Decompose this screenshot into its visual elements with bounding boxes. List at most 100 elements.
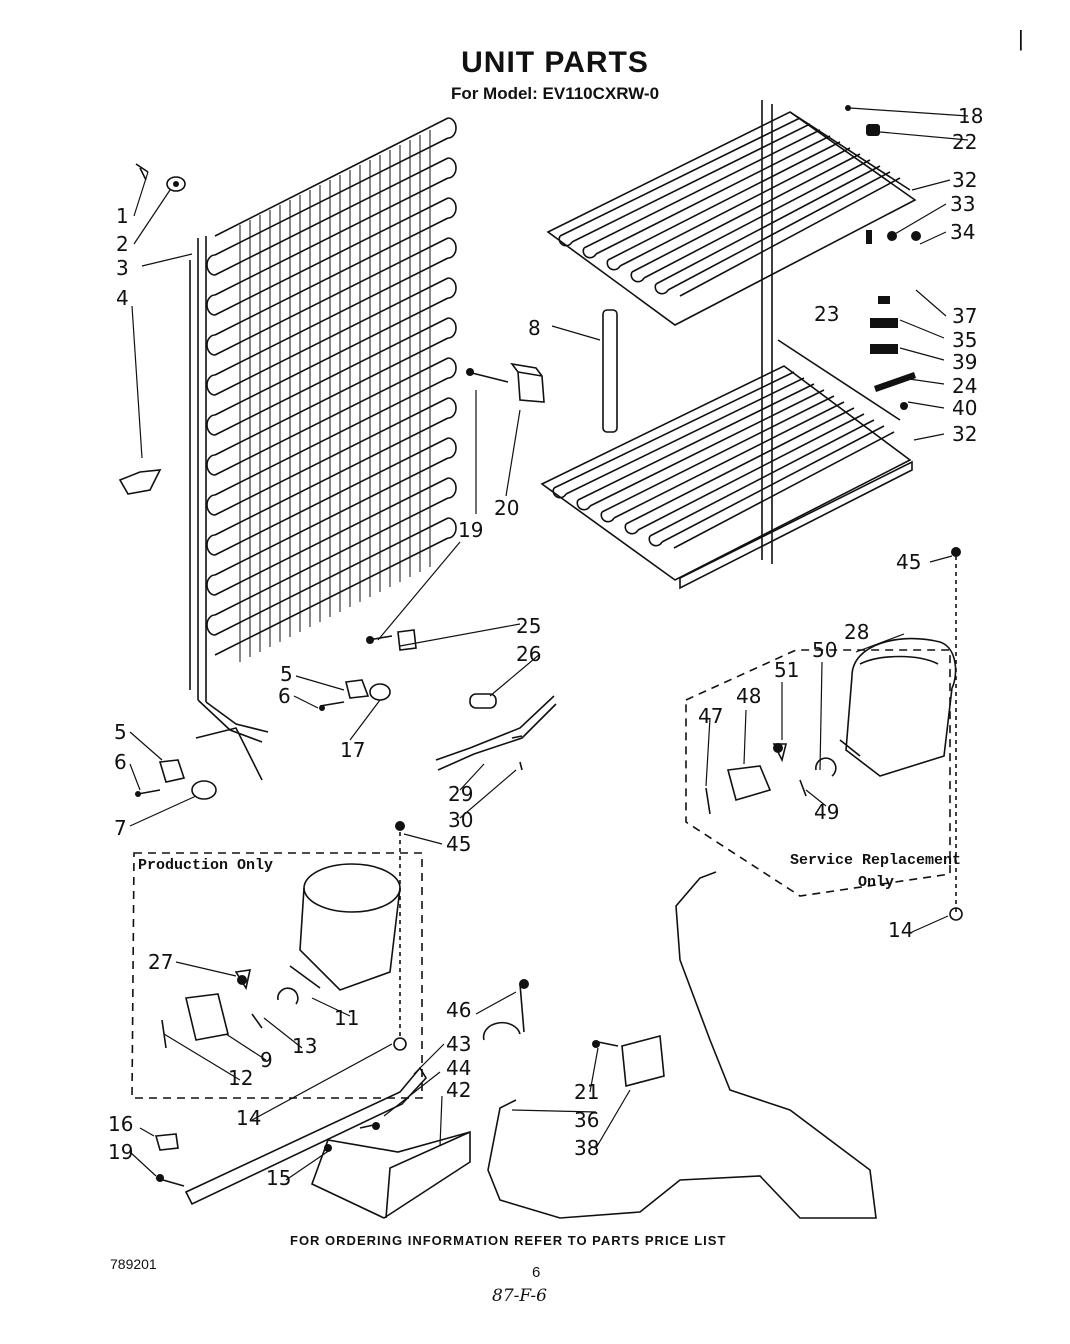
callout-12: 12 bbox=[228, 1066, 254, 1090]
callout-5-middle: 5 bbox=[280, 662, 293, 686]
callout-29: 29 bbox=[448, 782, 474, 806]
callout-4: 4 bbox=[116, 286, 129, 310]
screw-46 bbox=[519, 979, 529, 989]
bolt-33 bbox=[866, 230, 872, 244]
callout-2: 2 bbox=[116, 232, 129, 256]
bracket-38 bbox=[597, 1034, 665, 1088]
bracket-20 bbox=[467, 362, 545, 403]
callout-32-upper: 32 bbox=[952, 168, 978, 192]
screw-18 bbox=[845, 105, 851, 111]
pad-39 bbox=[870, 344, 898, 354]
callout-19-middle: 19 bbox=[458, 518, 484, 542]
callout-43: 43 bbox=[446, 1032, 472, 1056]
wire-46 bbox=[482, 983, 525, 1041]
callout-32-lower: 32 bbox=[952, 422, 978, 446]
ordering-note: FOR ORDERING INFORMATION REFER TO PARTS … bbox=[290, 1233, 727, 1248]
clamp-4 bbox=[118, 469, 162, 495]
corner-mark: | bbox=[1018, 26, 1024, 51]
callout-44: 44 bbox=[446, 1056, 472, 1080]
clip-23 bbox=[878, 296, 890, 304]
evaporator-coil bbox=[540, 100, 917, 590]
bolt-45-production bbox=[395, 821, 405, 831]
callout-24: 24 bbox=[952, 374, 978, 398]
callout-35: 35 bbox=[952, 328, 978, 352]
callout-38: 38 bbox=[574, 1136, 600, 1160]
callout-20: 20 bbox=[494, 496, 520, 520]
cap-27 bbox=[237, 975, 247, 985]
grommet-14-service bbox=[949, 907, 963, 921]
callout-9: 9 bbox=[260, 1048, 273, 1072]
clamp-5-6-17-mid bbox=[319, 679, 391, 707]
screw-19-lower bbox=[156, 1174, 164, 1182]
callout-45-service: 45 bbox=[896, 550, 922, 574]
grommet-1-2 bbox=[135, 163, 186, 192]
callout-14-production: 14 bbox=[236, 1106, 262, 1130]
callout-7: 7 bbox=[114, 816, 127, 840]
callout-6-middle: 6 bbox=[278, 684, 291, 708]
screw-19-upper bbox=[466, 368, 474, 376]
bolt-34 bbox=[887, 231, 897, 241]
callout-50: 50 bbox=[812, 638, 838, 662]
condenser-coil bbox=[189, 117, 457, 781]
callout-15: 15 bbox=[266, 1166, 292, 1190]
callout-37: 37 bbox=[952, 304, 978, 328]
callout-18: 18 bbox=[958, 104, 984, 128]
screw-6-lower bbox=[135, 791, 141, 797]
screw-40 bbox=[900, 402, 908, 410]
callout-8: 8 bbox=[528, 316, 541, 340]
callout-13: 13 bbox=[292, 1034, 318, 1058]
callout-19-lower: 19 bbox=[108, 1140, 134, 1164]
callout-36: 36 bbox=[574, 1108, 600, 1132]
screw-21 bbox=[592, 1040, 600, 1048]
callout-42: 42 bbox=[446, 1078, 472, 1102]
callout-47: 47 bbox=[698, 704, 724, 728]
callout-3: 3 bbox=[116, 256, 129, 280]
grommet-22 bbox=[866, 124, 880, 136]
handwritten-note: 87-F-6 bbox=[492, 1286, 547, 1306]
callout-48: 48 bbox=[736, 684, 762, 708]
callout-16: 16 bbox=[108, 1112, 134, 1136]
callout-33: 33 bbox=[950, 192, 976, 216]
callout-30: 30 bbox=[448, 808, 474, 832]
model-subtitle: For Model: EV110CXRW-0 bbox=[450, 84, 660, 103]
base-pan-42 bbox=[310, 1123, 471, 1219]
bolt-37 bbox=[911, 231, 921, 241]
callout-21: 21 bbox=[574, 1080, 600, 1104]
bolt-45-service bbox=[951, 547, 961, 557]
callout-51: 51 bbox=[774, 658, 800, 682]
production-only-label: Production Only bbox=[138, 857, 274, 874]
callout-28: 28 bbox=[844, 620, 870, 644]
callout-45-production: 45 bbox=[446, 832, 472, 856]
page-title: UNIT PARTS bbox=[461, 46, 649, 79]
callout-49: 49 bbox=[814, 800, 840, 824]
callout-5-lower: 5 bbox=[114, 720, 127, 744]
screw-44 bbox=[372, 1122, 380, 1130]
callout-34: 34 bbox=[950, 220, 976, 244]
callout-11: 11 bbox=[334, 1006, 360, 1030]
strip-24 bbox=[874, 372, 916, 392]
callout-39: 39 bbox=[952, 350, 978, 374]
compressor-28 bbox=[839, 637, 957, 777]
tube-36 bbox=[487, 871, 877, 1219]
callout-25: 25 bbox=[516, 614, 542, 638]
grommet-14 bbox=[393, 1037, 407, 1051]
callout-6-lower: 6 bbox=[114, 750, 127, 774]
callout-22: 22 bbox=[952, 130, 978, 154]
callout-17: 17 bbox=[340, 738, 366, 762]
leader-lines bbox=[129, 107, 969, 1181]
screw-19-middle bbox=[366, 636, 374, 644]
cap-51 bbox=[773, 743, 783, 753]
grommet-2-dot bbox=[173, 181, 179, 187]
bracket-25 bbox=[367, 629, 417, 651]
screw-6-middle bbox=[319, 705, 325, 711]
production-only-box bbox=[131, 852, 423, 1099]
clamp-5-6-7 bbox=[137, 759, 217, 800]
screw-15 bbox=[324, 1144, 332, 1152]
drier-29 bbox=[435, 693, 557, 771]
callout-40: 40 bbox=[952, 396, 978, 420]
tube-8 bbox=[602, 309, 618, 433]
compressor-production bbox=[289, 863, 401, 991]
callout-26: 26 bbox=[516, 642, 542, 666]
callout-46: 46 bbox=[446, 998, 472, 1022]
